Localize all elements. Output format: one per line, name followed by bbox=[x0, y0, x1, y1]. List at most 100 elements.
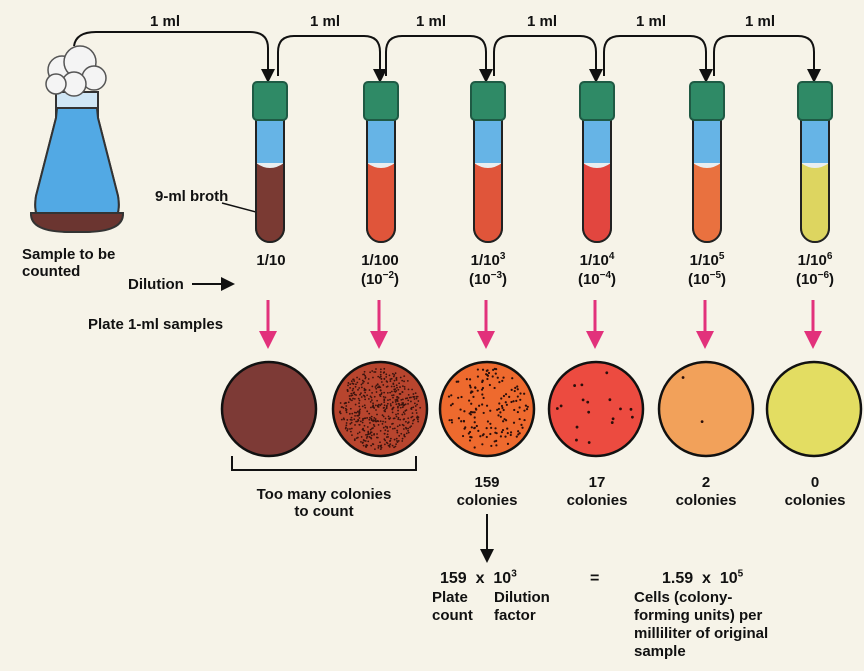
colony bbox=[394, 439, 396, 441]
colony bbox=[399, 386, 401, 388]
transfer-arrow-6 bbox=[714, 36, 814, 76]
colony bbox=[340, 402, 342, 404]
tube-liquid bbox=[801, 163, 829, 242]
colony bbox=[393, 407, 395, 409]
colony bbox=[451, 421, 453, 423]
colony bbox=[390, 405, 392, 407]
colony bbox=[527, 406, 529, 408]
plate-6 bbox=[767, 362, 861, 456]
colony bbox=[396, 416, 398, 418]
colony bbox=[359, 394, 361, 396]
calc-times-2: x bbox=[702, 570, 711, 587]
colony bbox=[505, 393, 507, 395]
colony bbox=[456, 381, 458, 383]
colony bbox=[366, 394, 368, 396]
colony bbox=[469, 384, 471, 386]
colony bbox=[502, 429, 504, 431]
colony bbox=[356, 377, 358, 379]
colony bbox=[400, 407, 402, 409]
colony bbox=[519, 406, 521, 408]
colony bbox=[383, 407, 385, 409]
colony bbox=[410, 397, 412, 399]
colony bbox=[417, 400, 419, 402]
colony bbox=[486, 436, 488, 438]
colony bbox=[474, 416, 476, 418]
plate-5-count: 2 bbox=[661, 474, 751, 491]
colony bbox=[371, 370, 373, 372]
colony bbox=[396, 399, 398, 401]
colony bbox=[396, 438, 398, 440]
colony bbox=[361, 436, 363, 438]
colony bbox=[385, 418, 387, 420]
colony bbox=[386, 406, 388, 408]
colony bbox=[412, 416, 414, 418]
dilution-5: 1/105(10−5) bbox=[672, 251, 742, 289]
colony bbox=[371, 386, 373, 388]
calc-factor-label: factor bbox=[494, 607, 536, 624]
colony bbox=[501, 380, 503, 382]
colony bbox=[377, 384, 379, 386]
colony bbox=[507, 432, 509, 434]
colony bbox=[379, 386, 381, 388]
colony bbox=[371, 416, 373, 418]
colony bbox=[387, 399, 389, 401]
colony bbox=[406, 397, 408, 399]
colony bbox=[367, 426, 369, 428]
colony bbox=[500, 416, 502, 418]
colony bbox=[493, 387, 495, 389]
colony bbox=[521, 427, 523, 429]
colony bbox=[612, 417, 615, 420]
colony bbox=[401, 402, 403, 404]
colony bbox=[391, 408, 393, 410]
colony bbox=[368, 398, 370, 400]
dilution-6-fraction: 1/10 bbox=[798, 252, 827, 269]
colony bbox=[513, 422, 515, 424]
plate-2 bbox=[333, 362, 427, 456]
plate-dish bbox=[659, 362, 753, 456]
colony bbox=[364, 404, 366, 406]
colony bbox=[384, 404, 386, 406]
colony bbox=[400, 377, 402, 379]
colony bbox=[350, 408, 352, 410]
tube-liquid bbox=[693, 163, 721, 242]
colony bbox=[450, 404, 452, 406]
colony bbox=[351, 413, 353, 415]
colony bbox=[343, 419, 345, 421]
colony bbox=[401, 380, 403, 382]
colony bbox=[359, 424, 361, 426]
colony bbox=[468, 432, 470, 434]
colony bbox=[396, 430, 398, 432]
colony bbox=[412, 412, 414, 414]
colony bbox=[408, 394, 410, 396]
tube-row bbox=[253, 82, 832, 242]
colony bbox=[350, 431, 352, 433]
dilution-3-fraction: 1/10 bbox=[471, 252, 500, 269]
colony bbox=[580, 383, 583, 386]
colony bbox=[396, 440, 398, 442]
colony bbox=[380, 371, 382, 373]
colony bbox=[460, 396, 462, 398]
colony bbox=[362, 405, 364, 407]
colony bbox=[341, 406, 343, 408]
colony bbox=[472, 396, 474, 398]
colony bbox=[386, 380, 388, 382]
colony bbox=[586, 401, 589, 404]
calc-result-base: 10 bbox=[720, 570, 738, 587]
colony bbox=[376, 433, 378, 435]
colony bbox=[387, 430, 389, 432]
plate-4 bbox=[549, 362, 643, 456]
colony bbox=[472, 411, 474, 413]
colony bbox=[349, 423, 351, 425]
colony bbox=[398, 382, 400, 384]
colony bbox=[403, 380, 405, 382]
colony bbox=[494, 427, 496, 429]
plate-samples-label: Plate 1-ml samples bbox=[88, 316, 223, 333]
colony bbox=[619, 407, 622, 410]
colony bbox=[391, 423, 393, 425]
flask-sediment bbox=[31, 213, 123, 232]
colony bbox=[383, 410, 385, 412]
colony bbox=[399, 419, 401, 421]
tube-medium bbox=[474, 118, 502, 163]
dilution-2-fraction: 1/100 bbox=[361, 252, 399, 269]
